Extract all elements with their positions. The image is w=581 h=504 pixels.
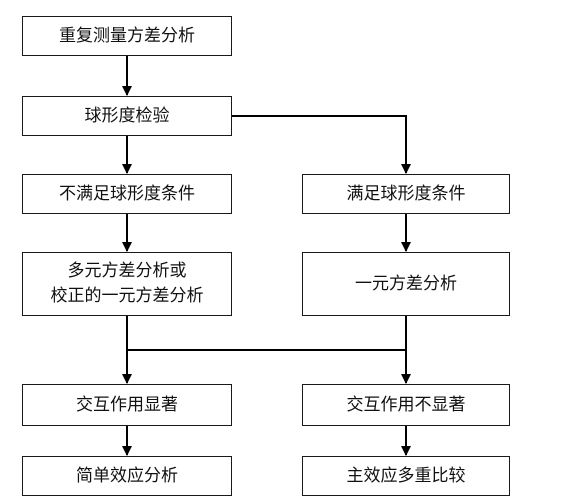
node-one-way-anova: 一元方差分析 xyxy=(302,252,510,316)
node-sphericity-test: 球形度检验 xyxy=(22,96,232,136)
node-simple-effect-analysis: 简单效应分析 xyxy=(22,456,232,496)
node-interaction-significant: 交互作用显著 xyxy=(22,384,232,426)
node-manova-or-corrected-anova: 多元方差分析或 校正的一元方差分析 xyxy=(22,252,232,316)
node-repeated-measures-anova: 重复测量方差分析 xyxy=(22,16,232,56)
node-sphericity-not-met: 不满足球形度条件 xyxy=(22,174,232,214)
node-main-effect-multiple-comparison: 主效应多重比较 xyxy=(302,456,510,496)
arrow-sphericity-to-met xyxy=(232,115,411,174)
node-sphericity-met: 满足球形度条件 xyxy=(302,174,510,214)
node-interaction-not-significant: 交互作用不显著 xyxy=(302,384,510,426)
